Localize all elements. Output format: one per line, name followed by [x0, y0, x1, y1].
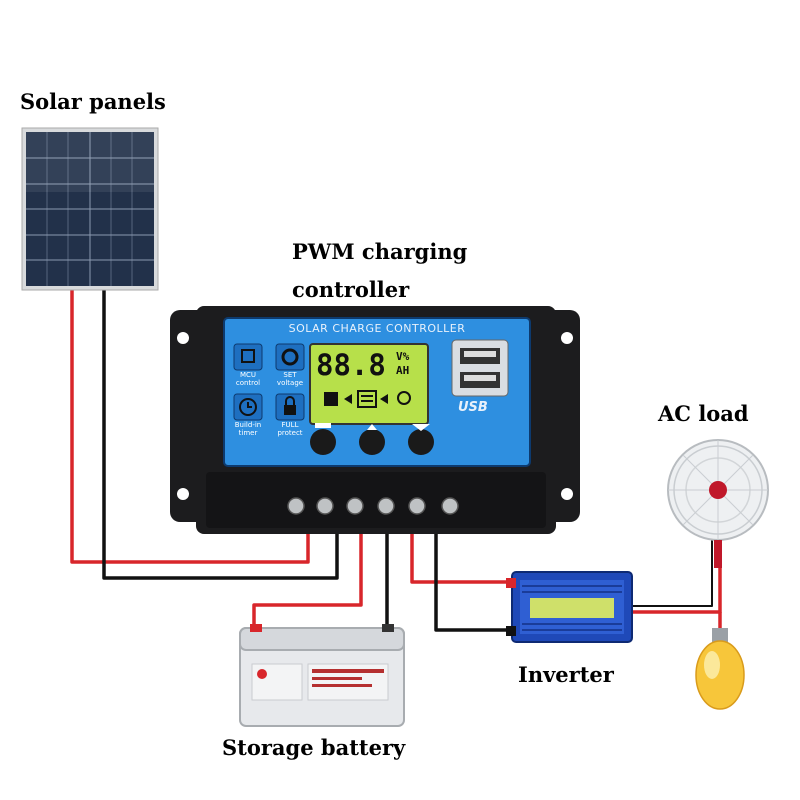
feature-label-timer-1: Build-in: [234, 421, 262, 429]
label-solar-panels: Solar panels: [20, 89, 166, 114]
label-storage-battery: Storage battery: [222, 735, 406, 760]
feature-icon-mcu: [233, 343, 263, 371]
wire-ac-out-red: [630, 560, 722, 614]
controller-button-middle: [359, 429, 385, 455]
lcd-unit-bottom: AH: [396, 364, 410, 377]
feature-label-full-1: FULL: [281, 421, 299, 429]
feature-label-full-2: protect: [277, 429, 303, 437]
storage-battery-device: [239, 624, 405, 727]
label-pwm-controller-line1: PWM charging: [292, 239, 468, 264]
terminal-screws: [287, 497, 459, 515]
wire-solar-positive: [70, 288, 310, 564]
feature-icon-gear: [275, 343, 305, 371]
controller-button-right: [408, 429, 434, 455]
feature-label-mcu-2: control: [235, 379, 261, 387]
charge-controller: [170, 306, 580, 534]
inverter-device: [506, 571, 633, 643]
controller-panel-title: SOLAR CHARGE CONTROLLER: [288, 322, 466, 335]
feature-label-set-2: voltage: [276, 379, 304, 387]
usb-label: USB: [458, 400, 488, 415]
wires: [70, 288, 722, 636]
feature-icon-lock: [275, 393, 305, 421]
wire-ac-out-black: [630, 540, 713, 607]
feature-label-timer-2: timer: [238, 429, 258, 437]
wire-battery-positive: [252, 528, 363, 636]
lcd-digits: 88.8: [316, 348, 386, 382]
lcd-flow-icons: [324, 390, 411, 408]
label-ac-load: AC load: [658, 401, 749, 426]
wire-solar-negative: [102, 288, 339, 580]
feature-label-mcu-1: MCU: [239, 371, 257, 379]
feature-icon-clock: [233, 393, 263, 421]
bulb-device: [695, 628, 745, 710]
label-inverter: Inverter: [518, 662, 614, 687]
fan-device: [667, 439, 769, 568]
wire-inverter-positive: [410, 528, 515, 584]
wire-inverter-negative: [434, 528, 515, 632]
feature-label-set-1: SET: [283, 371, 297, 379]
lcd-unit-top: V%: [396, 350, 410, 363]
solar-panel: [21, 127, 159, 291]
controller-button-left: [310, 429, 336, 455]
label-pwm-controller-line2: controller: [292, 277, 410, 302]
usb-ports: [451, 339, 509, 397]
